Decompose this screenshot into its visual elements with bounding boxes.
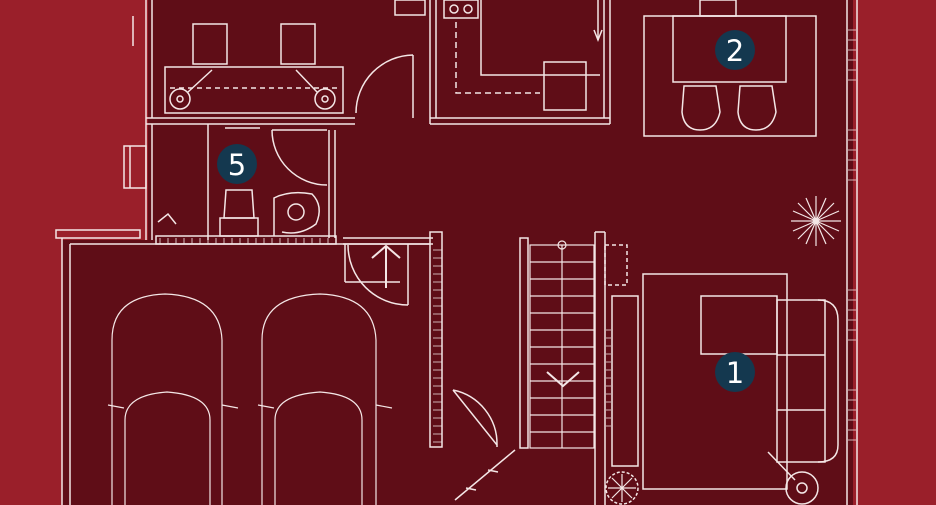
marker-5-circle xyxy=(217,144,257,184)
staircase xyxy=(529,240,595,449)
garage-cars xyxy=(107,293,393,505)
marker-2[interactable]: 2 xyxy=(715,30,755,70)
floor-area xyxy=(62,0,853,505)
kitchen xyxy=(443,0,603,111)
bathroom-fixtures xyxy=(157,127,320,237)
wall-lines xyxy=(55,0,858,505)
wall-hatching xyxy=(159,29,856,443)
marker-2-label: 2 xyxy=(726,34,744,68)
marker-1-label: 1 xyxy=(726,356,744,390)
marker-1[interactable]: 1 xyxy=(715,352,755,392)
marker-5-label: 5 xyxy=(228,148,246,182)
marker-5[interactable]: 5 xyxy=(217,144,257,184)
plant-decoration xyxy=(608,196,841,502)
door-swings xyxy=(271,54,516,501)
utility-room xyxy=(164,0,426,114)
marker-1-circle xyxy=(715,352,755,392)
dining-area xyxy=(643,0,817,137)
entry-arrows xyxy=(371,244,580,388)
marker-2-circle xyxy=(715,30,755,70)
